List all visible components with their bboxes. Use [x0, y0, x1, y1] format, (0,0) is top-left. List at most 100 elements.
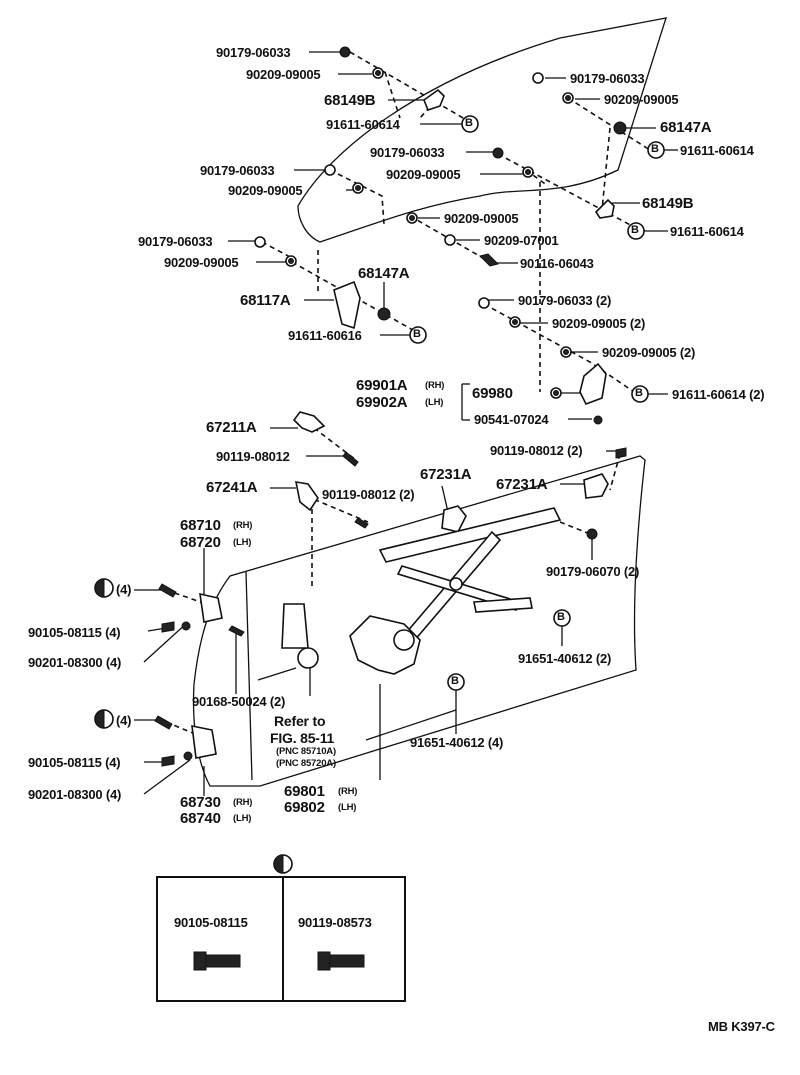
callout: 68740 — [180, 810, 221, 827]
callout: 68149B — [324, 92, 376, 109]
callout: 67231A — [496, 476, 548, 493]
callout: 68720 — [180, 534, 221, 551]
callout: (4) — [116, 582, 132, 597]
callout: (LH) — [233, 537, 252, 548]
callout: 91611-60614 — [326, 117, 400, 132]
fastener-legend-box: 90105-08115 90119-08573 — [156, 876, 406, 1002]
callout: 90209-09005 (2) — [552, 316, 646, 331]
callout: 67241A — [206, 479, 258, 496]
stopper-67231a-right — [583, 473, 609, 499]
callout: 90541-07024 — [474, 412, 549, 427]
callout: 90105-08115 (4) — [28, 755, 121, 770]
callout: 90168-50024 (2) — [192, 694, 286, 709]
b-marker-label: B — [635, 387, 643, 399]
callout: 90179-06033 — [138, 234, 213, 249]
callout: 90179-06033 — [570, 71, 645, 86]
callout: 69901A — [356, 377, 408, 394]
fasteners — [154, 46, 627, 767]
callout: 90209-09005 — [164, 255, 239, 270]
callout: (LH) — [233, 813, 252, 824]
callout: FIG. 85-11 — [270, 730, 335, 746]
guide-line — [567, 97, 651, 151]
guide-line — [329, 169, 385, 225]
callout: (PNC 85710A) — [276, 746, 336, 757]
stopper-67241a — [294, 481, 319, 512]
callout: 90119-08012 — [216, 449, 290, 464]
b-marker-label: B — [651, 143, 659, 155]
legend-left-part: 90105-08115 — [174, 915, 248, 930]
callout: 90201-08300 (4) — [28, 787, 122, 802]
callout: 91611-60614 (2) — [672, 387, 765, 402]
callout: 90105-08115 (4) — [28, 625, 121, 640]
guide-line — [261, 241, 293, 259]
callout: 68147A — [358, 265, 410, 282]
regulator-bar — [473, 597, 533, 613]
callout: 90116-06043 — [520, 256, 594, 271]
callout: 90209-09005 (2) — [602, 345, 696, 360]
callout: 91611-60614 — [680, 143, 754, 158]
stopper-67231a — [441, 505, 467, 533]
callout: 68147A — [660, 119, 712, 136]
callout: (4) — [116, 713, 132, 728]
callout: 90179-06033 — [216, 45, 291, 60]
callout: 90209-07001 — [484, 233, 559, 248]
b-markers — [409, 115, 665, 691]
callout: 67231A — [420, 466, 472, 483]
callout: 90209-09005 — [228, 183, 303, 198]
legend-bolt-left — [193, 951, 241, 971]
guide-line — [497, 153, 637, 229]
regulator-rail — [378, 507, 562, 563]
callout: 90209-09005 — [386, 167, 461, 182]
regulator-motor — [281, 603, 309, 649]
callout: 69902A — [356, 394, 408, 411]
callout: (PNC 85720A) — [276, 758, 336, 769]
callout: 90179-06033 (2) — [518, 293, 612, 308]
hinge-68710 — [199, 592, 223, 623]
glass-bracket — [423, 88, 445, 111]
glass-bracket — [594, 198, 615, 219]
callout: (LH) — [338, 802, 357, 813]
b-marker-label: B — [413, 328, 421, 340]
callout: 90119-08012 (2) — [322, 487, 415, 502]
callout: (RH) — [338, 786, 358, 797]
guide-line — [609, 453, 621, 491]
b-marker-label: B — [631, 224, 639, 236]
stopper-67211a — [292, 411, 326, 433]
callout: 90179-06033 — [200, 163, 275, 178]
callout: (RH) — [233, 520, 253, 531]
callout: 90209-09005 — [444, 211, 519, 226]
callout: 68149B — [642, 195, 694, 212]
callout: (RH) — [233, 797, 253, 808]
legend-divider — [282, 878, 284, 1000]
callout: 68710 — [180, 517, 221, 534]
b-marker-label: B — [465, 117, 473, 129]
guide-line — [601, 127, 611, 211]
guide-line — [384, 71, 401, 119]
callout: 67211A — [206, 419, 257, 436]
callout: 90209-09005 — [246, 67, 321, 82]
lift-arm-bracket — [579, 362, 607, 406]
callout: 91651-40612 (2) — [518, 651, 612, 666]
callout: (RH) — [425, 380, 445, 391]
callout: 90119-08012 (2) — [490, 443, 583, 458]
callout: Refer to — [274, 713, 326, 729]
callout: 68117A — [240, 292, 291, 309]
b-marker-label: B — [451, 675, 459, 687]
callout: 91651-40612 (4) — [410, 735, 504, 750]
hinge-68730 — [191, 724, 217, 759]
figure-code: MB K397-C — [708, 1019, 775, 1034]
door-glass-outline — [297, 17, 667, 243]
callout: 90179-06033 — [370, 145, 445, 160]
guide-line — [349, 51, 471, 123]
callout: (LH) — [425, 397, 444, 408]
legend-bolt-right — [317, 951, 365, 971]
b-marker-label: B — [557, 611, 565, 623]
legend-right-part: 90119-08573 — [298, 915, 372, 930]
glass-bracket — [333, 280, 361, 330]
callout: 69980 — [472, 385, 513, 402]
callout: 68730 — [180, 794, 221, 811]
callout: 69801 — [284, 783, 325, 800]
callout: 90179-06070 (2) — [546, 564, 640, 579]
